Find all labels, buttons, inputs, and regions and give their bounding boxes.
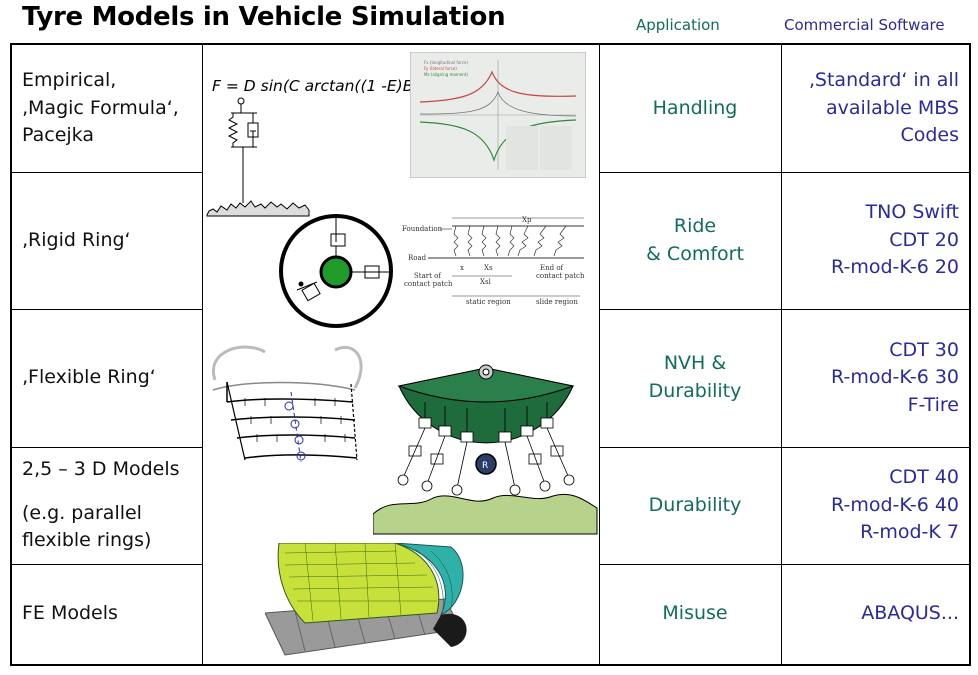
page-title: Tyre Models in Vehicle Simulation <box>22 2 506 32</box>
column-divider <box>202 45 203 664</box>
xs-label: Xs <box>484 264 493 272</box>
software-label: R-mod-K-6 30 <box>831 366 959 389</box>
x-label: x <box>460 264 464 272</box>
application-cell-durability: Durability <box>609 447 781 564</box>
application-label: NVH & <box>663 352 727 375</box>
svg-text:R: R <box>482 461 488 471</box>
svg-text:Fy (lateral force): Fy (lateral force) <box>424 66 457 71</box>
row-divider <box>599 309 971 310</box>
application-label: & Comfort <box>646 242 744 265</box>
end-label: End of <box>540 264 565 272</box>
xp-label: Xp <box>522 216 532 224</box>
column-divider <box>781 45 782 664</box>
software-label: available MBS <box>826 96 959 119</box>
model-label: ‚Magic Formula‘, <box>22 96 179 119</box>
software-label: ‚Standard‘ in all <box>808 69 959 92</box>
software-label: ABAQUS... <box>861 602 959 625</box>
software-cell-standard: ‚Standard‘ in all available MBS Codes <box>781 45 969 172</box>
row-divider <box>599 447 971 448</box>
software-header: Commercial Software <box>784 16 945 34</box>
fe-model-tyre <box>265 543 467 656</box>
spring-damper-icon <box>206 97 310 217</box>
software-cell-3d: CDT 40 R-mod-K-6 40 R-mod-K 7 <box>781 447 969 564</box>
software-label: F-Tire <box>907 393 959 416</box>
software-label: CDT 20 <box>889 228 959 251</box>
contact-patch-diagram: Foundation Xp Road x Xs Xsl Start of con… <box>402 216 585 306</box>
model-cell-3d: 2,5 – 3 D Models (e.g. parallel flexible… <box>12 447 202 564</box>
application-label: Ride <box>673 214 717 237</box>
model-label: (e.g. parallel <box>22 501 142 524</box>
application-label: Durability <box>648 380 742 402</box>
application-label: Handling <box>652 96 738 119</box>
software-label: R-mod-K 7 <box>860 521 959 544</box>
model-cell-rigid-ring: ‚Rigid Ring‘ <box>12 172 202 309</box>
row-divider <box>12 309 202 310</box>
software-label: R-mod-K-6 40 <box>831 493 959 516</box>
rigid-ring-wheel <box>279 214 393 328</box>
model-label: Pacejka <box>22 124 94 147</box>
application-cell-nvh: NVH & Durability <box>609 309 781 447</box>
application-cell-ride-comfort: Ride & Comfort <box>609 172 781 309</box>
model-cell-flexible-ring: ‚Flexible Ring‘ <box>12 309 202 447</box>
model-label: ‚Flexible Ring‘ <box>22 366 156 389</box>
flexible-belt-diagram <box>211 345 363 463</box>
model-label: Empirical, <box>22 69 117 92</box>
svg-text:Fx (longitudinal force): Fx (longitudinal force) <box>424 60 468 65</box>
software-label: Codes <box>900 124 959 147</box>
software-cell-rigid-ring: TNO Swift CDT 20 R-mod-K-6 20 <box>781 172 969 309</box>
row-divider <box>599 172 971 173</box>
magic-formula-plot: Fx (longitudinal force) Fy (lateral forc… <box>410 52 586 178</box>
road-label: Road <box>408 254 427 262</box>
model-label: ‚Rigid Ring‘ <box>22 228 131 251</box>
start-label: Start of <box>414 272 442 280</box>
row-divider <box>12 447 202 448</box>
application-header: Application <box>636 16 720 34</box>
model-label: flexible rings) <box>22 529 152 552</box>
start-label-2: contact patch <box>404 280 453 288</box>
column-divider <box>599 45 600 664</box>
static-region-label: static region <box>466 298 511 306</box>
software-cell-flexible-ring: CDT 30 R-mod-K-6 30 F-Tire <box>781 309 969 447</box>
software-label: CDT 30 <box>889 338 959 361</box>
software-label: CDT 40 <box>889 466 959 489</box>
software-label: TNO Swift <box>865 201 960 224</box>
foundation-label: Foundation <box>402 225 443 233</box>
software-cell-fe: ABAQUS... <box>781 564 969 664</box>
xsl-label: Xsl <box>480 278 492 286</box>
model-cell-empirical: Empirical, ‚Magic Formula‘, Pacejka <box>12 45 202 172</box>
svg-text:Mz (aligning moment): Mz (aligning moment) <box>424 72 468 77</box>
row-divider <box>12 172 202 173</box>
tyre-models-table: Empirical, ‚Magic Formula‘, Pacejka Hand… <box>10 43 971 666</box>
model-cell-fe: FE Models <box>12 564 202 664</box>
end-label-2: contact patch <box>536 272 585 280</box>
model-label: 2,5 – 3 D Models <box>22 458 180 481</box>
application-cell-misuse: Misuse <box>609 564 781 664</box>
model-label: FE Models <box>22 602 118 625</box>
flexible-ring-wheel: R <box>373 364 598 535</box>
row-divider <box>12 564 202 565</box>
row-divider <box>599 564 971 565</box>
application-cell-handling: Handling <box>609 45 781 172</box>
application-label: Misuse <box>662 602 728 625</box>
model-spacer <box>22 484 202 500</box>
slide-region-label: slide region <box>536 298 578 306</box>
software-label: R-mod-K-6 20 <box>831 256 959 279</box>
application-label: Durability <box>648 493 742 516</box>
